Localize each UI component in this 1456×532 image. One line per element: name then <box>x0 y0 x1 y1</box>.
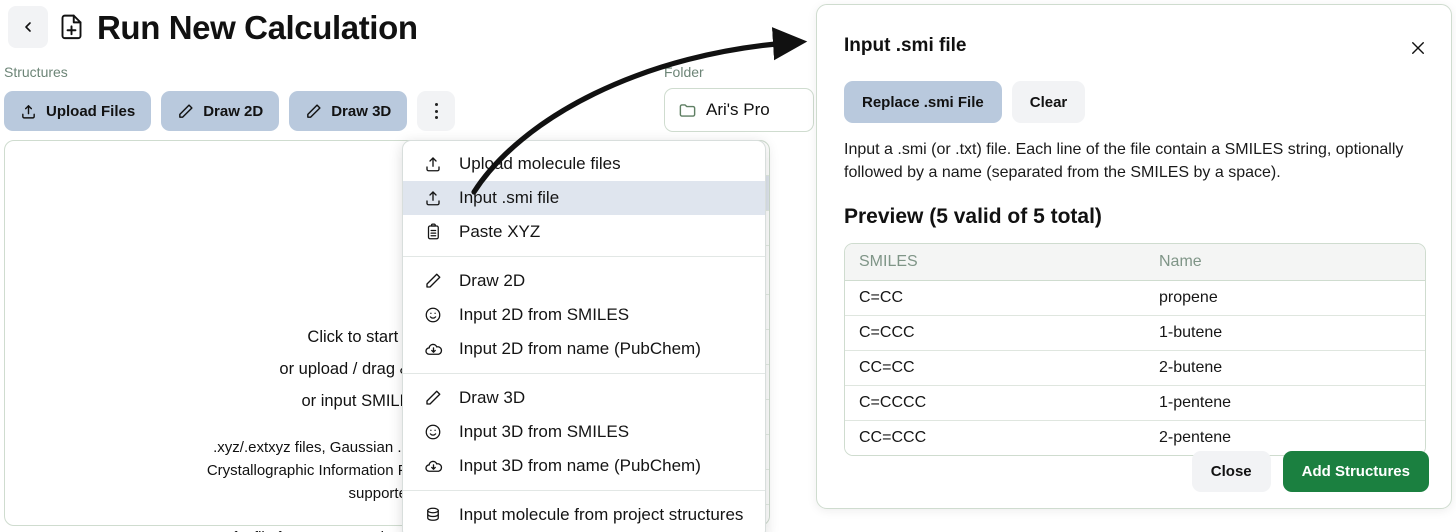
menu-item-paste-xyz[interactable]: Paste XYZ <box>403 215 765 249</box>
close-icon[interactable] <box>1403 33 1433 63</box>
table-row: CC=CC 2-butene <box>845 351 1425 387</box>
menu-item-input-3d-from-name[interactable]: Input 3D from name (PubChem) <box>403 449 765 483</box>
file-action-row: Replace .smi File Clear <box>844 81 1429 123</box>
structures-toolbar: Upload Files Draw 2D Draw 3D <box>4 91 456 131</box>
close-button[interactable]: Close <box>1191 451 1271 492</box>
pencil-icon <box>179 103 193 118</box>
smiley-icon <box>423 305 443 325</box>
menu-item-label: Paste XYZ <box>459 222 541 241</box>
cloud-download-icon <box>423 339 443 359</box>
cell-smiles: C=CCC <box>845 316 1145 352</box>
back-button[interactable] <box>8 6 48 48</box>
table-row: C=CCC 1-butene <box>845 316 1425 352</box>
cell-smiles: C=CCCC <box>845 386 1145 422</box>
menu-item-input-3d-from-smiles[interactable]: Input 3D from SMILES <box>403 415 765 449</box>
pencil-icon <box>307 103 321 118</box>
cell-name: 2-pentene <box>1145 421 1425 456</box>
helper-text: Input a .smi (or .txt) file. Each line o… <box>844 141 1404 182</box>
cell-name: 1-butene <box>1145 316 1425 352</box>
kebab-menu-icon <box>434 102 438 121</box>
menu-item-label: Input .smi file <box>459 188 560 207</box>
upload-icon <box>22 104 35 119</box>
menu-item-label: Input 3D from name (PubChem) <box>459 456 701 475</box>
column-header-name: Name <box>1145 244 1425 282</box>
cloud-download-icon <box>423 456 443 476</box>
menu-item-label: Input 3D from SMILES <box>459 422 630 441</box>
structure-input-menu: Upload molecule files Input .smi file <box>402 140 766 532</box>
upload-files-button[interactable]: Upload Files <box>4 91 152 131</box>
replace-smi-file-button[interactable]: Replace .smi File <box>844 81 1002 123</box>
clear-button[interactable]: Clear <box>1011 81 1086 123</box>
menu-item-draw-2d[interactable]: Draw 2D <box>403 264 765 298</box>
pencil-icon <box>423 271 443 291</box>
cell-name: propene <box>1145 281 1425 317</box>
upload-icon <box>423 154 443 174</box>
upload-icon <box>423 188 443 208</box>
menu-item-input-smi-file[interactable]: Input .smi file <box>403 181 765 215</box>
menu-item-input-from-project-structures[interactable]: Input molecule from project structures <box>403 498 765 532</box>
smiles-preview-table: SMILES Name C=CC propene C=CCC 1-butene … <box>844 243 1426 457</box>
draw-2d-button[interactable]: Draw 2D <box>161 91 280 131</box>
cell-name: 2-butene <box>1145 351 1425 387</box>
menu-divider <box>403 373 765 374</box>
draw-2d-label: Draw 2D <box>203 102 264 120</box>
table-row: C=CC propene <box>845 281 1425 317</box>
upload-files-label: Upload Files <box>46 102 136 120</box>
menu-item-label: Input 2D from name (PubChem) <box>459 339 701 358</box>
menu-item-label: Upload molecule files <box>459 154 621 173</box>
cell-smiles: CC=CC <box>845 351 1145 387</box>
menu-item-label: Draw 3D <box>459 388 526 407</box>
draw-3d-label: Draw 3D <box>331 102 392 120</box>
structures-label: Structures <box>4 64 68 80</box>
smiley-icon <box>423 422 443 442</box>
table-row: CC=CCC 2-pentene <box>845 421 1425 456</box>
folder-value: Ari's Pro <box>706 100 770 119</box>
document-plus-icon <box>61 14 82 40</box>
dropzone-email-note: If a file format you use is missing, ple… <box>229 523 539 532</box>
pencil-icon <box>423 388 443 408</box>
menu-item-input-2d-from-smiles[interactable]: Input 2D from SMILES <box>403 298 765 332</box>
cell-name: 1-pentene <box>1145 386 1425 422</box>
cell-smiles: C=CC <box>845 281 1145 317</box>
chevron-left-icon <box>25 22 31 32</box>
menu-item-upload-molecule-files[interactable]: Upload molecule files <box>403 147 765 181</box>
database-icon <box>423 505 443 525</box>
menu-item-draw-3d[interactable]: Draw 3D <box>403 381 765 415</box>
menu-item-label: Input 2D from SMILES <box>459 305 630 324</box>
column-header-smiles: SMILES <box>845 244 1145 282</box>
modal-title: Input .smi file <box>844 35 967 56</box>
dropzone-formats-3: supported. <box>348 485 420 503</box>
page-header: Run New Calculation <box>58 4 418 52</box>
preview-title: Preview (5 valid of 5 total) <box>844 205 1102 229</box>
menu-divider <box>403 256 765 257</box>
menu-item-input-2d-from-name[interactable]: Input 2D from name (PubChem) <box>403 332 765 366</box>
folder-label: Folder <box>664 64 704 80</box>
more-options-button[interactable] <box>417 91 456 131</box>
cell-smiles: CC=CCC <box>845 421 1145 456</box>
clipboard-icon <box>423 222 443 242</box>
modal-body: Replace .smi File Clear Input a .smi (or… <box>844 81 1429 457</box>
menu-item-label: Draw 2D <box>459 271 526 290</box>
menu-item-label: Input molecule from project structures <box>459 505 744 524</box>
add-structures-button[interactable]: Add Structures <box>1282 451 1429 492</box>
table-header-row: SMILES Name <box>845 244 1425 282</box>
table-row: C=CCCC 1-pentene <box>845 386 1425 422</box>
modal-footer: Close Add Structures <box>817 451 1429 492</box>
input-smi-file-modal: Input .smi file Replace .smi File Clear … <box>816 4 1452 509</box>
menu-divider <box>403 490 765 491</box>
folder-icon <box>679 103 696 117</box>
page-title: Run New Calculation <box>97 9 418 46</box>
folder-select[interactable]: Ari's Pro <box>664 88 814 132</box>
draw-3d-button[interactable]: Draw 3D <box>289 91 408 131</box>
